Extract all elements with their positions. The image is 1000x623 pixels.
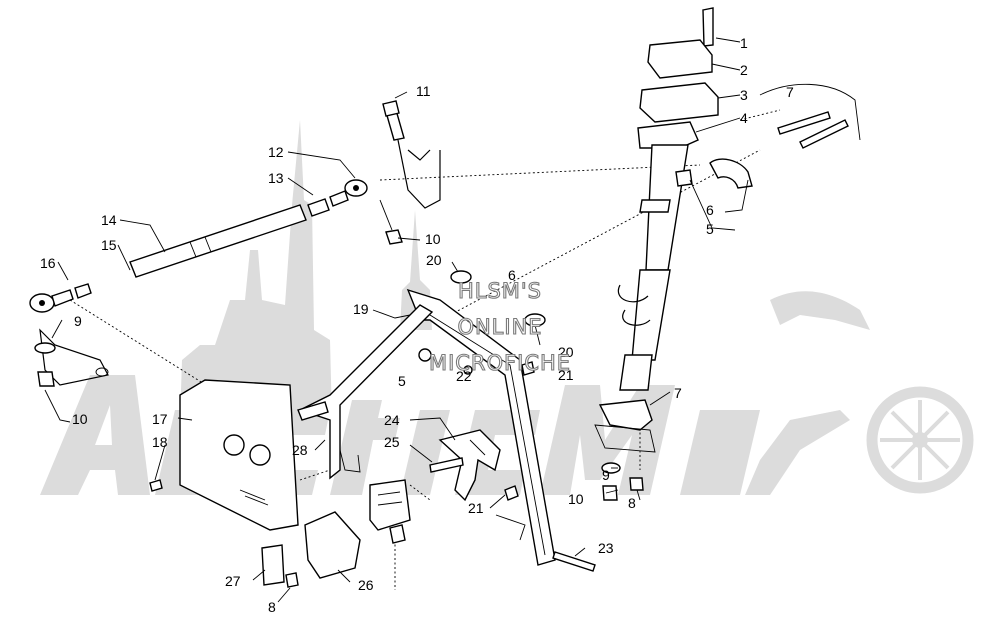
callout-7-right: 7: [674, 385, 682, 401]
callout-9-left: 9: [74, 313, 82, 329]
switch-module: [261, 479, 526, 588]
callout-leaders: [44, 37, 749, 603]
callout-7-upper-right: 7: [786, 84, 794, 100]
callout-10-upper: 10: [425, 231, 441, 247]
handlebar-cap-lower: [639, 82, 719, 123]
callout-28: 28: [292, 442, 308, 458]
callout-13: 13: [268, 170, 284, 186]
upper-right-bolts: [759, 83, 861, 149]
callout-8-lower: 8: [268, 599, 276, 615]
washer-left: [34, 342, 56, 354]
callout-3: 3: [740, 87, 748, 103]
clamp-20-upper: [450, 270, 472, 284]
callout-4: 4: [740, 110, 748, 126]
watermark-line-1: HLSM'S: [458, 279, 542, 303]
callout-10-right: 10: [568, 491, 584, 507]
callout-5-upper: 5: [706, 221, 714, 237]
callout-23: 23: [598, 540, 614, 556]
callout-24: 24: [384, 412, 400, 428]
dash-panel: [149, 379, 299, 531]
callout-21-upper: 21: [558, 367, 574, 383]
callout-12: 12: [268, 144, 284, 160]
nut-8-lower: [285, 572, 299, 588]
callout-19: 19: [353, 301, 369, 317]
callout-20-lower: 20: [558, 344, 574, 360]
callout-numbers: 1 2 3 4 5 5 6 6 7 7 8 8 9 9 10 10 10 11 …: [40, 35, 794, 615]
callout-21-lower: 21: [468, 500, 484, 516]
callout-6-upper: 6: [706, 202, 714, 218]
callout-22: 22: [456, 368, 472, 384]
callout-14: 14: [101, 212, 117, 228]
watermark-line-3: MICROFICHE: [429, 351, 571, 375]
screw-18: [149, 479, 163, 492]
callout-9-right: 9: [602, 467, 610, 483]
bracket-24: [429, 429, 501, 502]
logo-wheel: [866, 386, 974, 494]
bolt-23: [552, 551, 596, 572]
callout-15: 15: [101, 237, 117, 253]
callout-20-upper: 20: [426, 252, 442, 268]
callout-27: 27: [225, 573, 241, 589]
bolt-1: [702, 7, 714, 47]
nut-8-right: [629, 477, 644, 491]
handlebar-cap-upper: [647, 39, 713, 79]
spindle-bracket-upper: [379, 100, 441, 245]
steering-post-assembly: [594, 7, 753, 501]
callout-26: 26: [358, 577, 374, 593]
tie-rod-tube: [129, 204, 307, 278]
background-logo: [40, 120, 974, 495]
bracket-27: [261, 544, 285, 586]
bolt-21-upper: [521, 361, 535, 376]
callout-16: 16: [40, 255, 56, 271]
jam-nut-left: [74, 283, 92, 299]
callout-1: 1: [740, 35, 748, 51]
steering-arm-left: [34, 328, 109, 387]
callout-2: 2: [740, 62, 748, 78]
clamp-6-upper: [709, 158, 753, 189]
callout-6-frame: 6: [508, 267, 516, 283]
watermark-line-2: ONLINE: [457, 315, 542, 339]
callout-11: 11: [416, 83, 431, 99]
callout-18: 18: [152, 434, 168, 450]
steering-arm-lower: [598, 399, 653, 431]
lock-nut-left: [37, 371, 55, 387]
callout-10-left: 10: [72, 411, 88, 427]
callout-8-right: 8: [628, 495, 636, 511]
callout-17: 17: [152, 411, 168, 427]
bracket-28: [297, 401, 329, 421]
tie-rod-assembly: [29, 179, 368, 313]
nut-5-upper: [675, 169, 693, 187]
module-26: [304, 511, 361, 579]
steering-support-frame: [297, 270, 596, 572]
bolt-21-lower: [504, 485, 519, 501]
watermark: HLSM'S ONLINE MICROFICHE: [428, 278, 571, 375]
nut-10-upper: [385, 229, 403, 245]
bolt-25: [429, 457, 464, 473]
nut-10-right: [602, 485, 618, 501]
callout-5-frame: 5: [398, 373, 406, 389]
mounting-plate: [637, 121, 699, 149]
callout-25: 25: [384, 434, 400, 450]
